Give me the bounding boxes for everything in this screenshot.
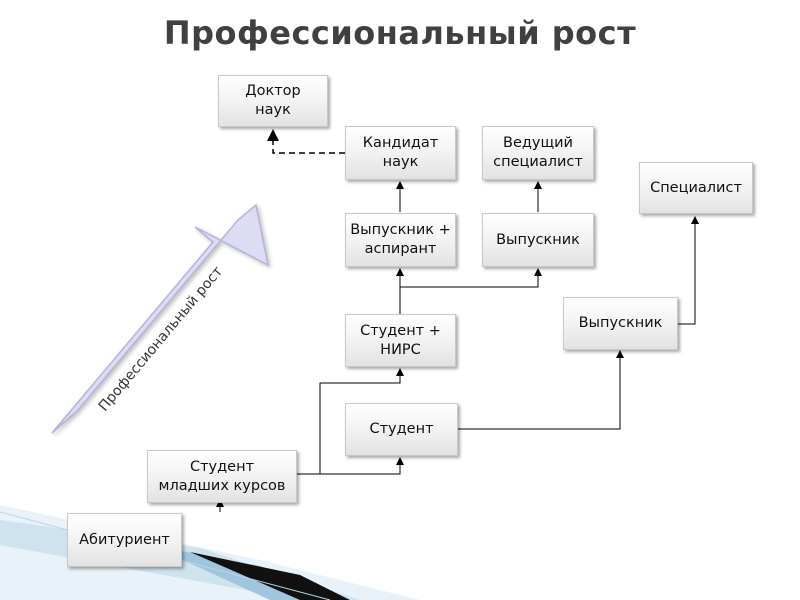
- connector-candidate-doctor: [267, 129, 345, 154]
- node-graduate-right: Выпускник: [563, 297, 678, 350]
- node-candidate: Кандидат наук: [345, 126, 456, 180]
- growth-arrow-shape: [51, 203, 270, 434]
- connector-nirs-graduates: [399, 268, 542, 314]
- connector-student-graduate: [458, 350, 624, 430]
- node-junior-student: Студент младших курсов: [147, 450, 297, 503]
- node-leading-specialist: Ведущий специалист: [482, 126, 594, 180]
- connector-junior-nirs: [297, 368, 404, 475]
- node-graduate-mid: Выпускник: [482, 213, 594, 267]
- node-specialist: Специалист: [639, 162, 753, 214]
- connector-junior-student: [297, 457, 404, 475]
- node-graduate-aspirant: Выпускник + аспирант: [345, 213, 456, 267]
- node-student: Студент: [345, 403, 458, 456]
- node-student-nirs: Студент + НИРС: [345, 314, 456, 367]
- node-doctor: Доктор наук: [218, 75, 328, 127]
- connector-graduate-specialist: [678, 216, 699, 325]
- node-applicant: Абитуриент: [67, 513, 182, 567]
- page-title: Профессиональный рост: [163, 14, 637, 52]
